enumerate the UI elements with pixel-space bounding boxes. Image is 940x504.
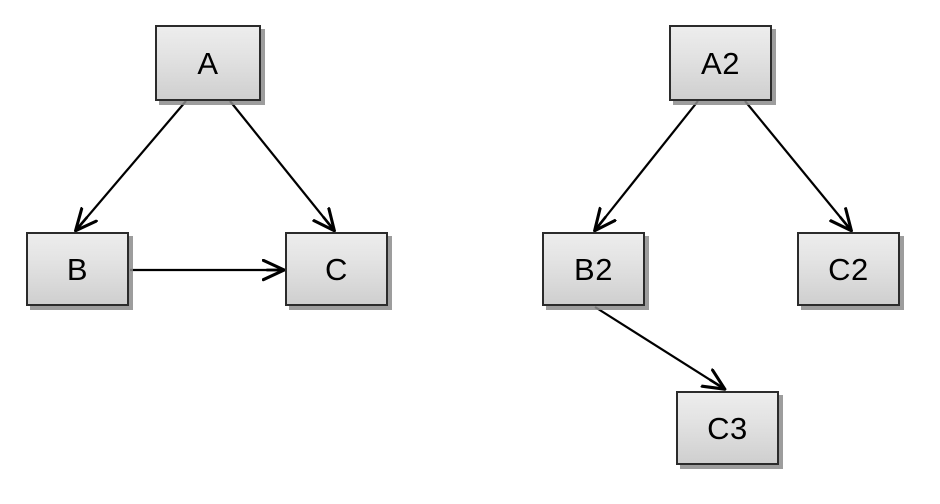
node-label: A: [197, 45, 219, 81]
node-label: A2: [701, 45, 740, 81]
node-c[interactable]: C: [285, 232, 388, 306]
edge-A2-to-B2: [596, 100, 699, 229]
node-label: B: [66, 251, 89, 287]
edge-A2-to-C2: [744, 100, 850, 229]
node-a2[interactable]: A2: [669, 25, 772, 101]
node-label: C2: [828, 251, 869, 287]
node-label: C3: [707, 410, 748, 446]
node-b[interactable]: B: [26, 232, 129, 306]
node-label: B2: [574, 251, 613, 287]
node-a[interactable]: A: [155, 25, 261, 101]
edge-B2-to-C3: [594, 306, 723, 388]
edge-A-to-B: [77, 100, 187, 229]
node-c2[interactable]: C2: [797, 232, 900, 306]
node-b2[interactable]: B2: [542, 232, 645, 306]
node-label: C: [325, 251, 348, 287]
edge-A-to-C: [229, 100, 333, 229]
node-c3[interactable]: C3: [676, 391, 779, 465]
